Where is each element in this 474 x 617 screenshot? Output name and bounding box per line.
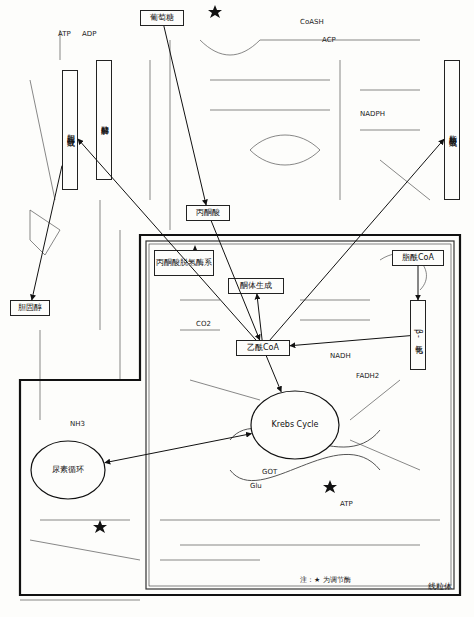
compound-label: NADH xyxy=(330,352,351,360)
pathway-arrow xyxy=(270,139,444,340)
node-text: 胆固醇合成 xyxy=(65,128,75,133)
node-text: 脂酰CoA xyxy=(402,253,434,263)
node-text: Krebs Cycle xyxy=(272,420,319,430)
node-text: 糖酵解 xyxy=(99,119,109,122)
mitochondria-frame: 线粒体 Krebs Cycle 尿素循环 酮体生成 β-氧化 脂酰CoA 乙酰CoA 丙酮酸脱… xyxy=(20,235,460,595)
cycle-circle: Krebs Cycle xyxy=(250,390,340,460)
compound-label: CoASH xyxy=(300,18,324,26)
pathway-arrow xyxy=(32,166,62,300)
process-box: 乙酰CoA xyxy=(236,340,290,356)
compound-label: ADP xyxy=(82,30,96,38)
process-box: 酮体生成 xyxy=(228,278,284,294)
pathway-band: β-氧化 xyxy=(410,300,426,370)
compound-label: CO2 xyxy=(196,320,211,328)
pathway-band: 胆固醇合成 xyxy=(62,70,78,190)
node-text: 线粒体 xyxy=(428,581,452,592)
node-text: 葡萄糖 xyxy=(150,13,174,23)
compound-label: 注：★ 为调节酶 xyxy=(300,576,351,584)
node-text: 尿素循环 xyxy=(52,465,84,475)
pathway-arrow xyxy=(418,266,419,300)
compound-label: Glu xyxy=(250,482,262,490)
pathway-arrow xyxy=(290,336,410,346)
process-box: 脂酰CoA xyxy=(392,250,444,266)
pathway-arrow xyxy=(78,139,256,340)
node-text: 乙酰CoA xyxy=(247,343,279,353)
process-box: 胆固醇 xyxy=(10,300,50,316)
pathway-arrow xyxy=(211,221,259,340)
node-text: β-氧化 xyxy=(413,329,423,341)
process-box: 葡萄糖 xyxy=(140,10,184,26)
node-text: 酮体生成 xyxy=(240,281,272,291)
node-text: 丙酮酸 xyxy=(196,208,220,218)
node-text: 丙酮酸脱氢酶系 xyxy=(156,258,212,268)
node-text: 脂肪酸合成 xyxy=(447,128,457,133)
compound-label: ATP xyxy=(58,30,71,38)
pathway-arrow xyxy=(164,26,206,205)
compound-label: FADH2 xyxy=(356,372,379,380)
compound-label: GOT xyxy=(262,468,277,476)
pathway-arrow xyxy=(257,294,262,340)
cycle-circle: 尿素循环 xyxy=(30,440,106,500)
pathway-band: 糖酵解 xyxy=(96,60,112,180)
pathway-band: 脂肪酸合成 xyxy=(444,60,460,200)
process-box: 丙酮酸脱氢酶系 xyxy=(154,250,214,276)
node-text: 胆固醇 xyxy=(18,303,42,313)
pathway-arrow xyxy=(105,434,252,463)
compound-label: ACP xyxy=(322,36,336,44)
compound-label: ATP xyxy=(340,500,353,508)
process-box: 丙酮酸 xyxy=(186,205,230,221)
pathway-arrow xyxy=(266,356,281,392)
compound-label: NH3 xyxy=(70,420,85,428)
compound-label: NADPH xyxy=(360,110,385,118)
